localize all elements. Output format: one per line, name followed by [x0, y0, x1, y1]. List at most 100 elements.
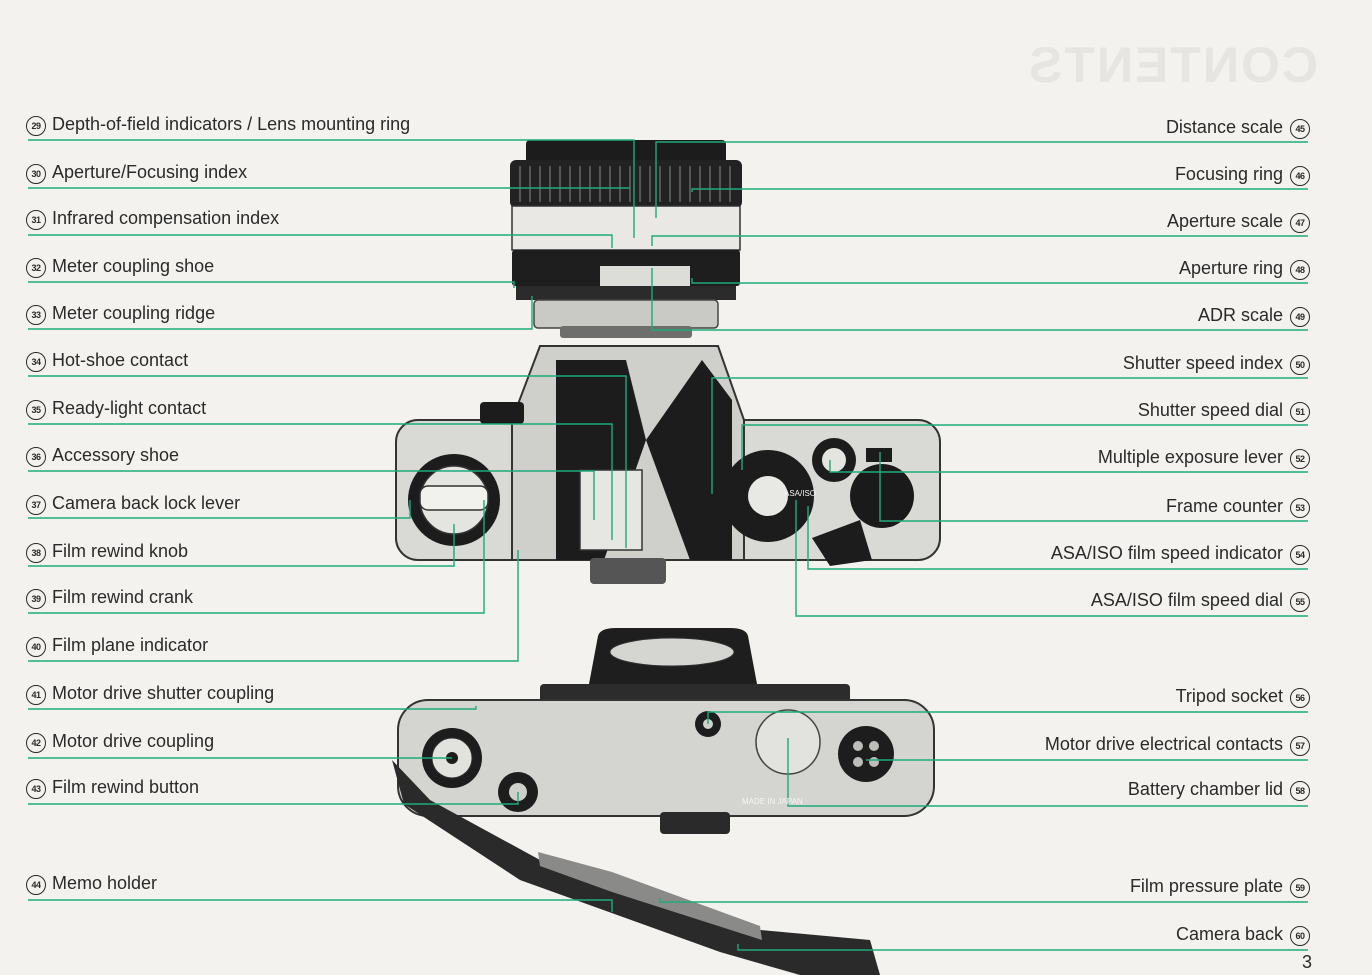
- page-number: 3: [1301, 952, 1312, 972]
- label-aperture-focusing-index: 30 Aperture/Focusing index: [26, 161, 247, 184]
- label-text: Motor drive shutter coupling: [52, 683, 275, 703]
- label-text: Tripod socket: [1175, 686, 1283, 706]
- label-motor-drive-shutter-coupling: 41 Motor drive shutter coupling: [26, 682, 274, 705]
- callout-number: 43: [26, 779, 46, 799]
- label-infrared-compensation-index: 31 Infrared compensation index: [26, 207, 279, 230]
- label-meter-coupling-ridge: 33 Meter coupling ridge: [26, 302, 215, 325]
- label-text: Accessory shoe: [52, 445, 180, 465]
- callout-number: 57: [1290, 736, 1310, 756]
- callout-number: 41: [26, 685, 46, 705]
- label-film-pressure-plate: Film pressure plate 59: [1130, 875, 1310, 898]
- callout-number: 33: [26, 305, 46, 325]
- label-text: Shutter speed index: [1122, 353, 1283, 373]
- label-text: Battery chamber lid: [1127, 779, 1283, 799]
- callout-number: 48: [1290, 260, 1310, 280]
- label-battery-chamber-lid: Battery chamber lid 58: [1128, 778, 1310, 801]
- label-text: Motor drive coupling: [52, 731, 215, 751]
- callout-number: 47: [1290, 213, 1310, 233]
- label-camera-back-lock-lever: 37 Camera back lock lever: [26, 492, 240, 515]
- label-text: Film rewind button: [52, 777, 200, 797]
- label-text: Film rewind crank: [52, 587, 194, 607]
- callout-number: 44: [26, 875, 46, 895]
- label-accessory-shoe: 36 Accessory shoe: [26, 444, 179, 467]
- label-aperture-ring: Aperture ring 48: [1179, 257, 1310, 280]
- label-text: ADR scale: [1197, 305, 1283, 325]
- label-text: Film rewind knob: [52, 541, 189, 561]
- label-adr-scale: ADR scale 49: [1198, 304, 1310, 327]
- label-multiple-exposure-lever: Multiple exposure lever 52: [1098, 446, 1310, 469]
- callout-number: 31: [26, 210, 46, 230]
- asa-dial-marking: ASA/ISO: [784, 489, 816, 498]
- callout-number: 45: [1290, 119, 1310, 139]
- label-ready-light-contact: 35 Ready-light contact: [26, 397, 206, 420]
- label-focusing-ring: Focusing ring 46: [1175, 163, 1310, 186]
- label-text: Frame counter: [1165, 496, 1283, 516]
- label-text: Motor drive electrical contacts: [1044, 734, 1283, 754]
- label-text: Film pressure plate: [1129, 876, 1283, 896]
- made-in-marking: MADE IN JAPAN: [742, 797, 803, 806]
- callout-number: 53: [1290, 498, 1310, 518]
- label-text: Camera back: [1175, 924, 1283, 944]
- label-text: Camera back lock lever: [52, 493, 241, 513]
- camera-top-illustration: [395, 345, 941, 584]
- label-meter-coupling-shoe: 32 Meter coupling shoe: [26, 255, 214, 278]
- callout-number: 54: [1290, 545, 1310, 565]
- callout-number: 40: [26, 637, 46, 657]
- callout-number: 36: [26, 447, 46, 467]
- label-text: Ready-light contact: [52, 398, 207, 418]
- label-asa-iso-film-speed-dial: ASA/ISO film speed dial 55: [1091, 589, 1310, 612]
- callout-number: 56: [1290, 688, 1310, 708]
- label-text: Shutter speed dial: [1137, 400, 1283, 420]
- callout-number: 49: [1290, 307, 1310, 327]
- label-text: Depth-of-field indicators / Lens mountin…: [52, 114, 411, 134]
- label-text: ASA/ISO film speed dial: [1090, 590, 1283, 610]
- label-tripod-socket: Tripod socket 56: [1176, 685, 1310, 708]
- label-camera-back: Camera back 60: [1176, 923, 1310, 946]
- label-shutter-speed-index: Shutter speed index 50: [1123, 352, 1310, 375]
- callout-number: 39: [26, 589, 46, 609]
- label-text: Aperture/Focusing index: [52, 162, 248, 182]
- lens-illustration: [510, 140, 742, 338]
- label-text: Infrared compensation index: [52, 208, 280, 228]
- callout-number: 46: [1290, 166, 1310, 186]
- callout-number: 55: [1290, 592, 1310, 612]
- callout-number: 38: [26, 543, 46, 563]
- callout-number: 59: [1290, 878, 1310, 898]
- callout-number: 42: [26, 733, 46, 753]
- label-text: Aperture scale: [1166, 211, 1283, 231]
- label-film-rewind-button: 43 Film rewind button: [26, 776, 199, 799]
- label-text: Hot-shoe contact: [52, 350, 189, 370]
- label-text: Meter coupling shoe: [52, 256, 215, 276]
- label-motor-drive-electrical-contacts: Motor drive electrical contacts 57: [1045, 733, 1310, 756]
- callout-number: 34: [26, 352, 46, 372]
- label-text: Aperture ring: [1178, 258, 1283, 278]
- label-text: Film plane indicator: [52, 635, 209, 655]
- camera-bottom-illustration: [392, 628, 935, 975]
- callout-number: 60: [1290, 926, 1310, 946]
- label-frame-counter: Frame counter 53: [1166, 495, 1310, 518]
- callout-number: 37: [26, 495, 46, 515]
- callout-number: 35: [26, 400, 46, 420]
- callout-number: 58: [1290, 781, 1310, 801]
- label-text: Multiple exposure lever: [1097, 447, 1283, 467]
- callout-number: 52: [1290, 449, 1310, 469]
- label-motor-drive-coupling: 42 Motor drive coupling: [26, 730, 214, 753]
- label-distance-scale: Distance scale 45: [1166, 116, 1310, 139]
- label-memo-holder: 44 Memo holder: [26, 872, 157, 895]
- label-hot-shoe-contact: 34 Hot-shoe contact: [26, 349, 188, 372]
- label-text: Meter coupling ridge: [52, 303, 216, 323]
- callout-number: 50: [1290, 355, 1310, 375]
- label-asa-iso-film-speed-indicator: ASA/ISO film speed indicator 54: [1051, 542, 1310, 565]
- label-film-plane-indicator: 40 Film plane indicator: [26, 634, 208, 657]
- label-film-rewind-crank: 39 Film rewind crank: [26, 586, 193, 609]
- callout-number: 30: [26, 164, 46, 184]
- label-aperture-scale: Aperture scale 47: [1167, 210, 1310, 233]
- leader-lines-left: [28, 139, 635, 912]
- label-text: Focusing ring: [1174, 164, 1283, 184]
- label-text: Memo holder: [52, 873, 158, 893]
- callout-number: 32: [26, 258, 46, 278]
- label-text: Distance scale: [1165, 117, 1283, 137]
- label-text: ASA/ISO film speed indicator: [1050, 543, 1283, 563]
